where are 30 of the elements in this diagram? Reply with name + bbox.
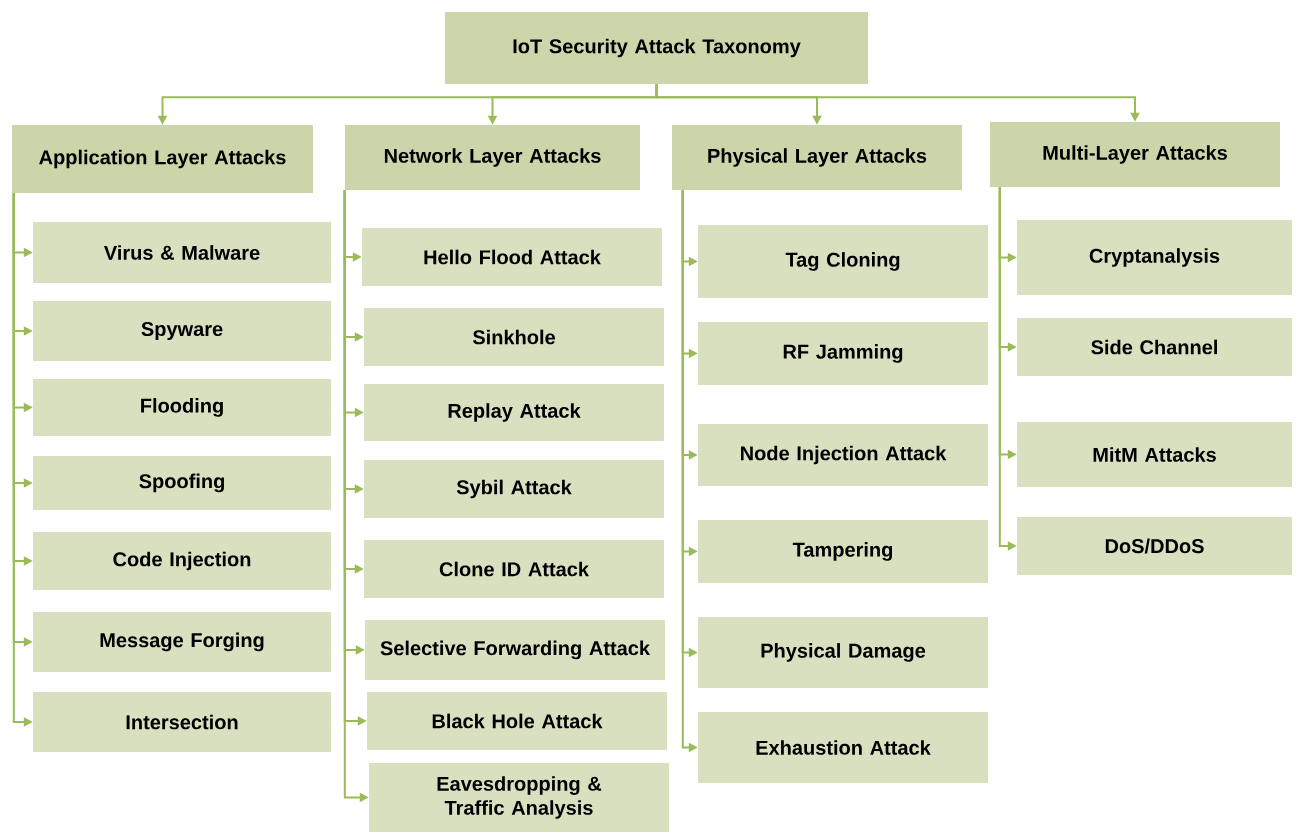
attack-box: RF Jamming [698, 322, 988, 385]
attack-box: Tag Cloning [698, 225, 988, 298]
attack-box: Flooding [33, 379, 331, 436]
attack-box: DoS/DDoS [1017, 517, 1292, 575]
attack-box: Tampering [698, 520, 988, 583]
attack-box: Selective Forwarding Attack [365, 620, 665, 680]
attack-box: Side Channel [1017, 318, 1292, 376]
attack-box: Virus & Malware [33, 222, 331, 283]
category-box: Application Layer Attacks [12, 125, 313, 193]
attack-box: Clone ID Attack [364, 540, 664, 598]
attack-box: Spoofing [33, 456, 331, 510]
attack-box: Physical Damage [698, 617, 988, 688]
attack-box: Black Hole Attack [367, 692, 667, 750]
attack-box: Sinkhole [364, 308, 664, 366]
attack-box: Message Forging [33, 612, 331, 672]
attack-box: Intersection [33, 692, 331, 752]
attack-box: Replay Attack [364, 384, 664, 441]
attack-box: Hello Flood Attack [362, 228, 662, 286]
category-box: Physical Layer Attacks [672, 125, 962, 190]
category-box: Multi-Layer Attacks [990, 122, 1280, 187]
attack-box: Eavesdropping & Traffic Analysis [369, 763, 669, 832]
attack-box: Node Injection Attack [698, 424, 988, 486]
attack-box: MitM Attacks [1017, 422, 1292, 487]
attack-box: Exhaustion Attack [698, 712, 988, 783]
attack-box: Spyware [33, 301, 331, 361]
category-box: Network Layer Attacks [345, 125, 640, 190]
attack-box: Code Injection [33, 532, 331, 590]
attack-box: Sybil Attack [364, 460, 664, 518]
title-box: IoT Security Attack Taxonomy [445, 12, 868, 84]
attack-box: Cryptanalysis [1017, 220, 1292, 295]
